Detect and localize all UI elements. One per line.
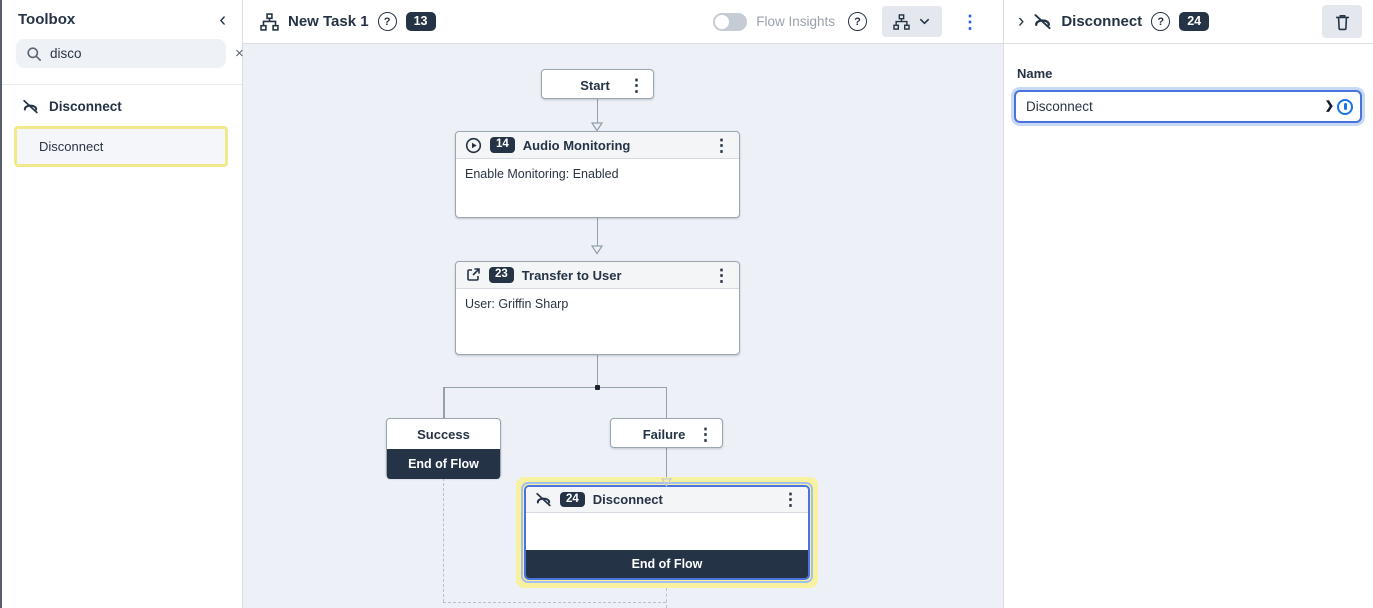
node-transfer-kebab-icon[interactable]: ⋮	[713, 265, 730, 285]
node-transfer-badge: 23	[489, 267, 514, 283]
delete-node-button[interactable]	[1322, 5, 1362, 38]
node-success[interactable]: Success End of Flow	[386, 418, 501, 479]
chevron-down-icon	[919, 18, 930, 25]
task-help-icon[interactable]: ?	[377, 12, 397, 31]
toolbox-item-disconnect[interactable]: Disconnect	[14, 126, 228, 167]
node-failure-label: Failure	[642, 426, 686, 442]
toolbox-category-disconnect: Disconnect	[0, 85, 242, 120]
play-circle-icon	[465, 137, 482, 153]
arrowhead-down-icon	[591, 245, 603, 255]
inspector-help-icon[interactable]: ?	[1151, 12, 1171, 31]
task-badge: 13	[405, 12, 436, 31]
external-link-icon	[467, 268, 480, 281]
password-manager-autofill-icon[interactable]: ❯	[1318, 97, 1355, 116]
node-transfer-to-user[interactable]: 23 Transfer to User ⋮ User: Griffin Shar…	[455, 261, 740, 355]
node-start-kebab-icon[interactable]: ⋮	[628, 75, 645, 95]
search-icon	[27, 46, 41, 61]
node-transfer-title: Transfer to User	[521, 267, 622, 283]
connector-branch-failure	[665, 387, 667, 418]
connector-failure-disconnect	[665, 448, 667, 477]
node-disconnect-highlight: 24 Disconnect ⋮ End of Flow	[516, 477, 818, 588]
task-title: New Task 1	[288, 13, 369, 30]
layout-dropdown-button[interactable]	[882, 6, 942, 37]
connector-audio-transfer	[596, 218, 598, 246]
node-disconnect-badge: 24	[560, 491, 585, 508]
canvas-menu-kebab-icon[interactable]: ⋮	[961, 11, 979, 32]
node-disconnect[interactable]: 24 Disconnect ⋮ End of Flow	[524, 485, 810, 580]
dashed-connector-below-disconnect	[665, 588, 667, 608]
sitemap-icon	[893, 13, 910, 30]
node-disconnect-title: Disconnect	[592, 492, 663, 507]
onepassword-icon	[1337, 98, 1353, 115]
node-disconnect-selection-ring: 24 Disconnect ⋮ End of Flow	[521, 482, 813, 583]
inspector-header: › Disconnect ? 24	[1004, 0, 1373, 44]
toolbox-title: Toolbox	[18, 11, 76, 28]
toolbox-divider	[0, 84, 242, 85]
arrowhead-down-icon	[661, 478, 672, 487]
node-failure-kebab-icon[interactable]: ⋮	[697, 424, 714, 444]
node-audio-monitoring[interactable]: 14 Audio Monitoring ⋮ Enable Monitoring:…	[455, 131, 740, 218]
search-input[interactable]	[50, 46, 227, 61]
node-disconnect-body	[526, 513, 808, 550]
autofill-chevron-icon: ❯	[1324, 100, 1334, 112]
phone-slash-icon	[23, 99, 38, 114]
toolbox-search[interactable]: ×	[16, 39, 244, 68]
node-disconnect-kebab-icon[interactable]: ⋮	[782, 490, 799, 509]
collapse-panel-icon[interactable]: ‹	[219, 8, 226, 31]
connector-branch-horizontal	[443, 386, 667, 388]
connector-branch-success	[443, 387, 445, 418]
expand-panel-icon[interactable]: ›	[1018, 11, 1025, 32]
node-start[interactable]: Start ⋮	[541, 69, 654, 99]
flow-insights-toggle[interactable]	[713, 12, 748, 31]
toolbox-category-label: Disconnect	[49, 99, 122, 114]
inspector-title: Disconnect	[1061, 13, 1143, 30]
phone-slash-icon	[536, 492, 551, 507]
window-edge	[0, 0, 2, 608]
name-field-label: Name	[1017, 66, 1053, 81]
flow-insights-label: Flow Insights	[756, 14, 835, 29]
node-success-label: Success	[417, 426, 470, 442]
toolbox-panel: Toolbox ‹ × Disconnect Disconnect	[0, 0, 244, 608]
flow-insights-help-icon[interactable]: ?	[848, 12, 867, 31]
inspector-body: Name ❯	[1004, 44, 1373, 123]
connector-start-audio	[596, 99, 598, 123]
flow-canvas[interactable]: Start ⋮ 14 Audio Monitoring ⋮ Enable Mon…	[243, 44, 1003, 608]
phone-slash-icon	[1034, 14, 1051, 30]
node-audio-body: Enable Monitoring: Enabled	[465, 167, 619, 181]
arrowhead-down-icon	[591, 122, 603, 132]
canvas-header: New Task 1 ? 13 Flow Insights ? ⋮	[243, 0, 1003, 44]
trash-icon	[1335, 14, 1349, 30]
dashed-connector-horizontal	[443, 602, 666, 603]
node-transfer-body: User: Griffin Sharp	[465, 297, 569, 311]
inspector-badge: 24	[1179, 12, 1210, 31]
dashed-connector-vertical	[443, 478, 444, 602]
sitemap-icon	[260, 12, 279, 31]
node-start-label: Start	[580, 77, 610, 93]
connector-transfer-stem	[596, 355, 598, 387]
node-audio-badge: 14	[490, 137, 515, 153]
node-success-end-of-flow: End of Flow	[387, 449, 500, 479]
inspector-panel: › Disconnect ? 24 Name ❯	[1003, 0, 1373, 608]
clear-search-icon[interactable]: ×	[235, 45, 244, 62]
node-audio-kebab-icon[interactable]: ⋮	[713, 135, 730, 155]
connector-junction-dot	[594, 384, 600, 390]
node-audio-title: Audio Monitoring	[522, 137, 631, 153]
node-disconnect-end-of-flow: End of Flow	[526, 550, 808, 578]
node-failure[interactable]: Failure ⋮	[610, 418, 723, 448]
name-input[interactable]	[1014, 90, 1362, 123]
